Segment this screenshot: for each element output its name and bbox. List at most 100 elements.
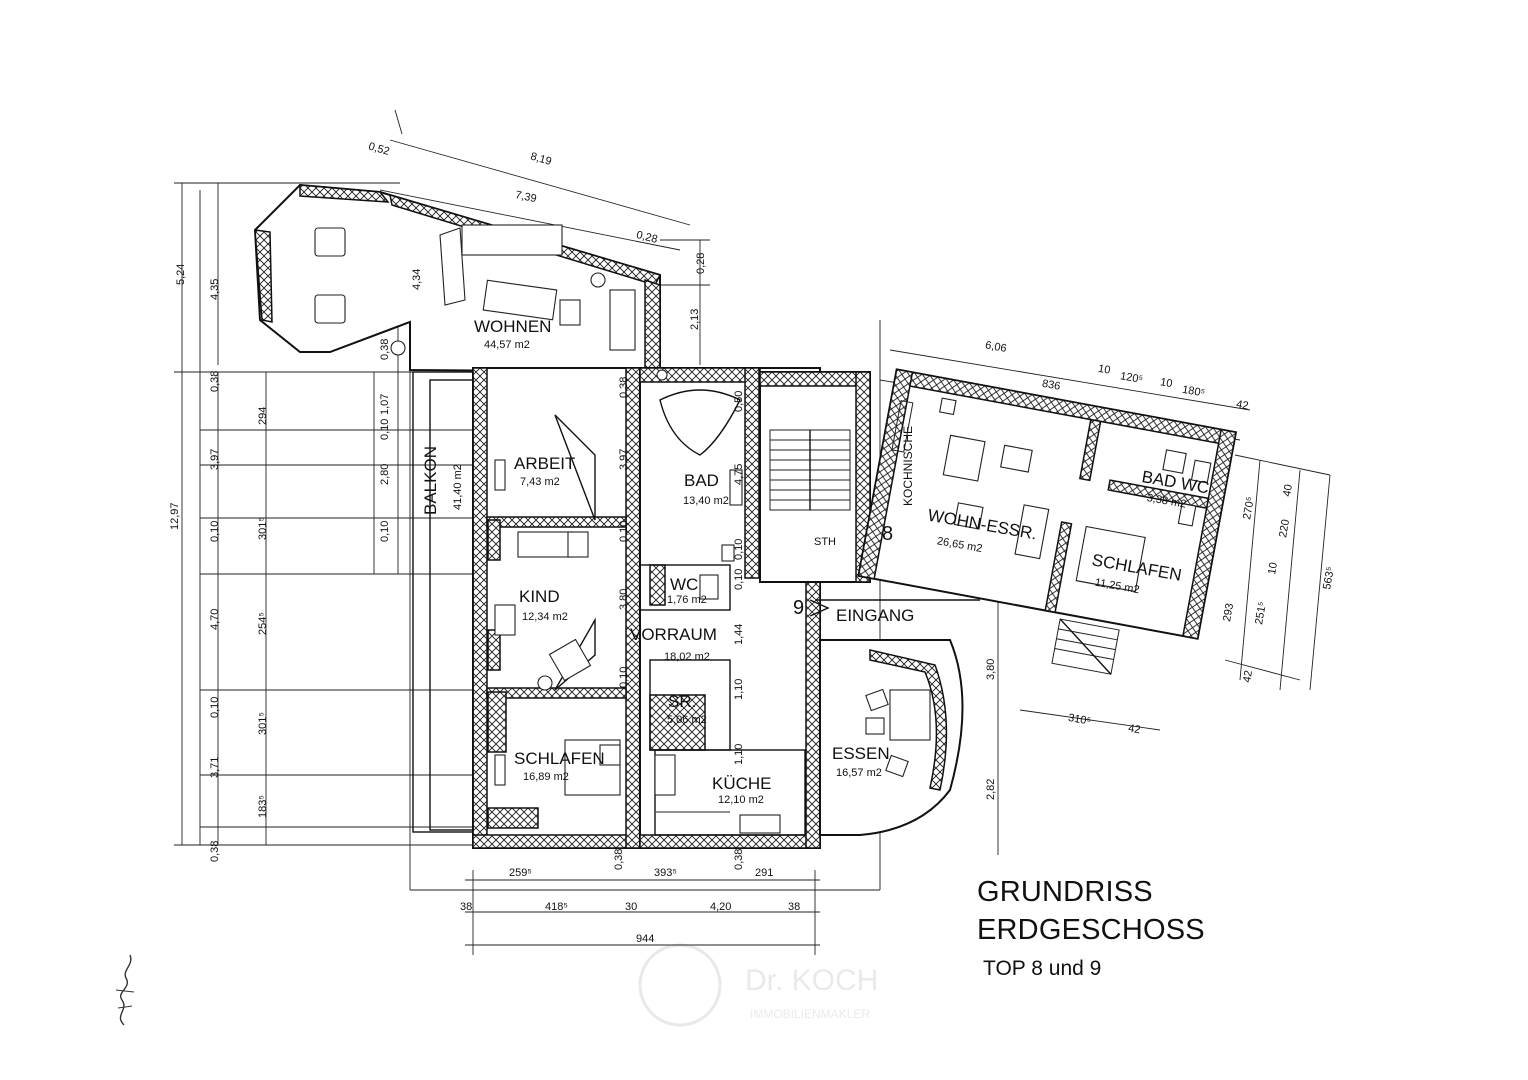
svg-text:259⁵: 259⁵ [509,867,532,879]
svg-text:10: 10 [1097,363,1111,377]
schlafen-left-area: 16,89 m2 [523,771,569,783]
kind-label: KIND [519,587,560,606]
svg-text:563⁵: 563⁵ [1321,566,1337,591]
svg-text:0,38: 0,38 [733,849,745,870]
svg-text:0,38: 0,38 [209,841,221,862]
svg-text:0,10: 0,10 [733,539,745,560]
kind-area: 12,34 m2 [522,611,568,623]
svg-text:4,70: 4,70 [209,609,221,630]
svg-text:180⁵: 180⁵ [1181,384,1206,400]
svg-text:0,10: 0,10 [379,521,391,542]
svg-text:270⁵: 270⁵ [1241,496,1257,521]
right-dimension-texts: 6,06 836 10 120⁵ 10 180⁵ 42 270⁵ 40 220 … [984,339,1337,736]
watermark-line1: Dr. KOCH [745,964,878,997]
svg-text:40: 40 [1281,483,1295,497]
svg-text:1,07: 1,07 [379,394,391,415]
svg-text:3,80: 3,80 [618,589,630,610]
center-apartment [639,367,821,849]
svg-text:2,13: 2,13 [689,309,701,330]
svg-text:0,10: 0,10 [733,569,745,590]
svg-text:183⁵: 183⁵ [257,795,269,818]
svg-text:4,34: 4,34 [411,269,423,290]
svg-text:4,20: 4,20 [710,901,731,913]
sr-label: SR. [668,692,696,711]
svg-text:220: 220 [1277,518,1292,538]
svg-text:301⁵: 301⁵ [257,712,269,735]
svg-text:3,80: 3,80 [985,659,997,680]
watermark-line2: IMMOBILIENMAKLER [750,1007,870,1021]
stair-core [759,371,871,583]
svg-text:301⁵: 301⁵ [257,517,269,540]
svg-text:1,44: 1,44 [733,624,745,645]
vorraum-label: VORRAUM [630,625,717,644]
schlafen-left-label: SCHLAFEN [514,749,605,768]
bad-area: 13,40 m2 [683,495,729,507]
svg-text:5,24: 5,24 [175,264,187,285]
svg-text:310⁵: 310⁵ [1067,712,1092,728]
plan-title-block: GRUNDRISS ERDGESCHOSS TOP 8 und 9 [977,873,1205,981]
kochnische-label: KOCHNISCHE [901,426,915,506]
svg-text:291: 291 [755,867,773,879]
balkon-label: BALKON [421,446,440,515]
svg-text:12,97: 12,97 [169,502,181,530]
left-dimension-lines [174,182,480,846]
wc-label: WC [670,575,698,594]
svg-text:0,38: 0,38 [209,371,221,392]
svg-text:42: 42 [1235,398,1249,412]
svg-text:251⁵: 251⁵ [1253,601,1269,626]
svg-text:836: 836 [1041,378,1061,393]
svg-text:42: 42 [1241,669,1255,683]
bottom-dimension-texts: 259⁵ 393⁵ 291 0,38 0,38 38 418⁵ 30 4,20 … [460,849,800,945]
svg-text:294: 294 [257,407,269,425]
sr-area: 5,06 m2 [667,714,707,726]
dim-top-028b: 0,28 [695,253,707,274]
svg-text:2,80: 2,80 [379,464,391,485]
kueche-area: 12,10 m2 [718,794,764,806]
svg-text:4,35: 4,35 [209,279,221,300]
vorraum-area: 18,02 m2 [664,651,710,663]
svg-text:6,06: 6,06 [984,339,1007,355]
left-apartment [472,367,654,849]
svg-text:120⁵: 120⁵ [1119,370,1144,386]
svg-text:3,71: 3,71 [209,757,221,778]
plan-title-line2: ERDGESCHOSS [977,914,1205,946]
svg-text:1,10: 1,10 [733,679,745,700]
svg-text:0,38: 0,38 [613,849,625,870]
watermark: Dr. KOCH IMMOBILIENMAKLER [638,943,878,1027]
unit-8-label: 8 [882,523,893,545]
svg-text:3,97: 3,97 [209,449,221,470]
svg-text:944: 944 [636,933,654,945]
bad-label: BAD [684,471,719,490]
svg-text:0,10: 0,10 [209,521,221,542]
svg-text:418⁵: 418⁵ [545,901,568,913]
eingang-label: EINGANG [836,606,914,625]
svg-text:0,38: 0,38 [618,377,630,398]
svg-text:0,50: 0,50 [733,391,745,412]
balkon-area: 41,40 m2 [452,464,464,510]
svg-text:0,10: 0,10 [379,419,391,440]
dim-top-819: 8,19 [529,151,553,168]
dim-top-739: 7,39 [514,189,537,205]
svg-text:0,10: 0,10 [209,697,221,718]
arbeit-label: ARBEIT [514,454,575,473]
svg-text:4,75: 4,75 [733,464,745,485]
left-dimension-texts: 5,24 4,35 4,34 0,38 0,38 1,07 0,10 294 3… [169,264,423,862]
inner-dimension-texts: 2,13 0,38 3,97 0,10 3,80 0,10 0,50 4,75 … [618,309,997,800]
kueche-label: KÜCHE [712,774,772,793]
svg-text:2,82: 2,82 [985,779,997,800]
bottom-dimension-lines [409,320,881,955]
svg-text:10: 10 [1159,376,1173,390]
arbeit-area: 7,43 m2 [520,476,560,488]
plan-title-line1: GRUNDRISS [977,876,1153,908]
dim-top-028a: 0,28 [635,229,659,246]
top-dimension-lines [379,109,710,365]
svg-text:1,10: 1,10 [733,744,745,765]
wc-area: 1,76 m2 [667,594,707,606]
svg-text:42: 42 [1127,722,1141,736]
svg-text:0,38: 0,38 [379,339,391,360]
svg-text:30: 30 [625,901,637,913]
svg-text:3,97: 3,97 [618,449,630,470]
svg-text:38: 38 [788,901,800,913]
essen-room [819,639,964,836]
